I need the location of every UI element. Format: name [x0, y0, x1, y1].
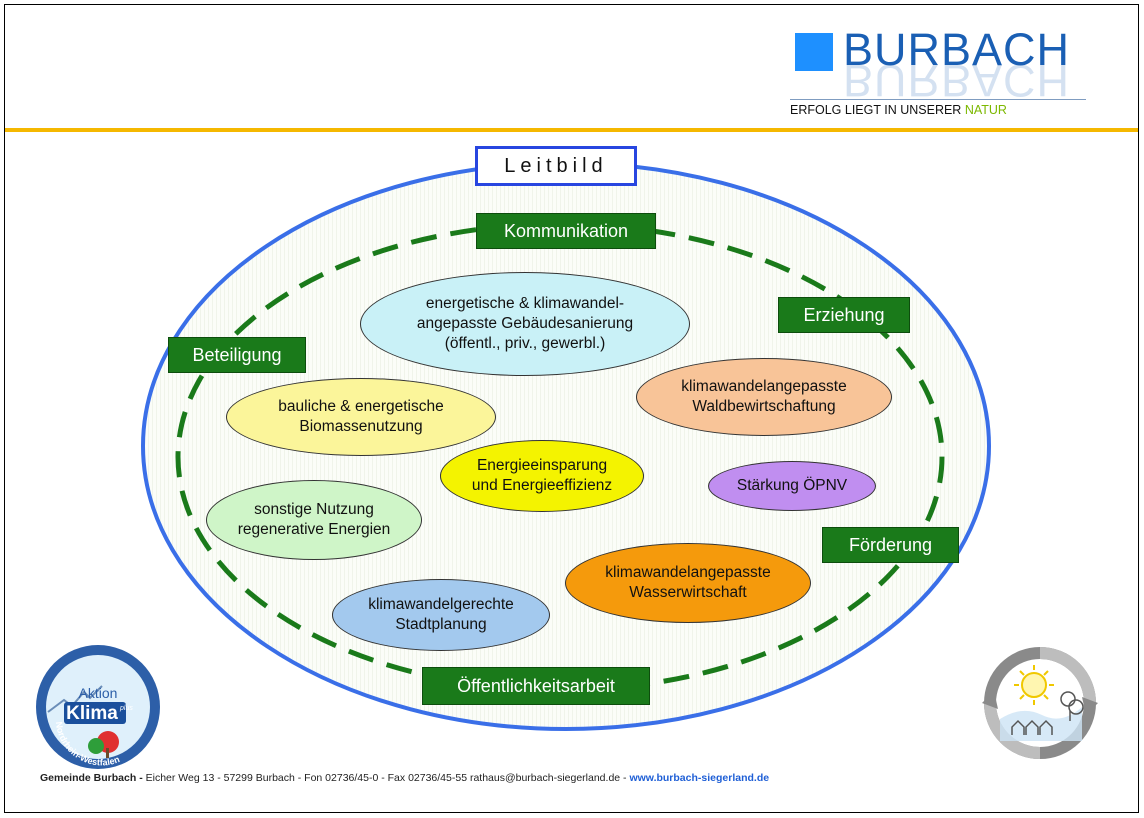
label-erziehung: Erziehung	[778, 297, 910, 333]
slogan-prefix: ERFOLG LIEGT IN UNSERER	[790, 103, 965, 117]
footer-contact: Gemeinde Burbach - Eicher Weg 13 - 57299…	[40, 772, 769, 784]
topic-energieeffizienz: Energieeinsparung und Energieeffizienz	[440, 440, 644, 512]
brand-logo-square	[795, 33, 833, 71]
klima-logo-sup: plus	[119, 705, 133, 712]
label-beteiligung: Beteiligung	[168, 337, 306, 373]
ecology-cycle-logo	[982, 647, 1098, 759]
aktion-klima-logo: Aktion Klima plus Nordrhein-Westfalen	[36, 645, 160, 769]
label-oeffentlichkeitsarbeit: Öffentlichkeitsarbeit	[422, 667, 650, 705]
brand-name: BURBACH	[843, 24, 1071, 75]
topic-oepnv: Stärkung ÖPNV	[708, 461, 876, 511]
klima-logo-line2: Klima	[66, 703, 118, 724]
footer-address: Eicher Weg 13 - 57299 Burbach - Fon 0273…	[145, 772, 630, 784]
brand-underline	[790, 99, 1086, 100]
topic-gebaeudesanierung: energetische & klimawandel- angepasste G…	[360, 272, 690, 376]
topic-biomassenutzung: bauliche & energetische Biomassenutzung	[226, 378, 496, 456]
brand-slogan: ERFOLG LIEGT IN UNSERER NATUR	[790, 103, 1007, 117]
footer-org: Gemeinde Burbach -	[40, 772, 146, 784]
label-kommunikation: Kommunikation	[476, 213, 656, 249]
header-divider	[5, 128, 1138, 132]
topic-waldbewirtschaftung: klimawandelangepasste Waldbewirtschaftun…	[636, 358, 892, 436]
slide-frame	[4, 4, 1139, 813]
topic-wasserwirtschaft: klimawandelangepasste Wasserwirtschaft	[565, 543, 811, 623]
diagram-title: Leitbild	[475, 146, 637, 186]
topic-stadtplanung: klimawandelgerechte Stadtplanung	[332, 579, 550, 651]
footer-website-link[interactable]: www.burbach-siegerland.de	[629, 772, 770, 784]
klima-logo-line1: Aktion	[79, 685, 118, 701]
topic-regenerative-energien: sonstige Nutzung regenerative Energien	[206, 480, 422, 560]
label-foerderung: Förderung	[822, 527, 959, 563]
slogan-highlight: NATUR	[964, 103, 1007, 117]
